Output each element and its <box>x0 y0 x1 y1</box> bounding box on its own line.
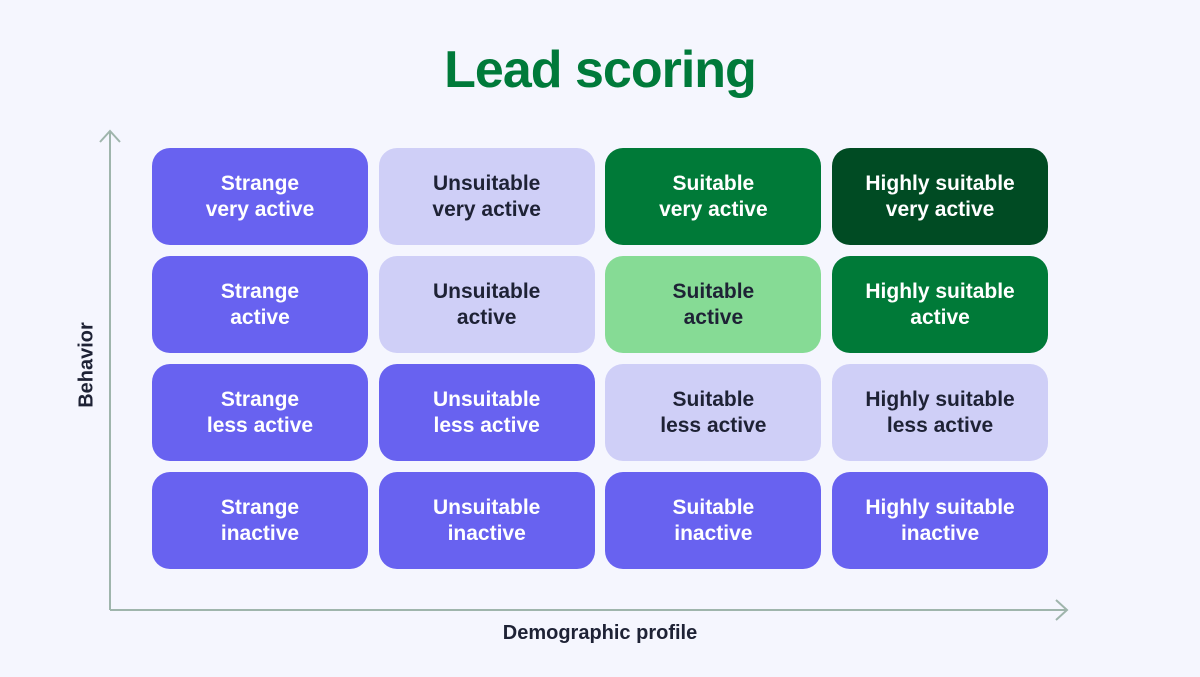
cell-line2: less active <box>206 413 314 437</box>
y-axis-label: Behavior <box>75 322 98 408</box>
cell-line1: Suitable <box>672 387 755 411</box>
cell-line1: Unsuitable <box>433 387 541 411</box>
cell-line2: very active <box>659 197 768 221</box>
cell-line2: very active <box>432 197 541 221</box>
x-axis-label: Demographic profile <box>502 622 698 644</box>
cell-line1: Highly suitable <box>865 279 1015 303</box>
cell-line2: very active <box>885 197 995 221</box>
x-axis-arrow-icon <box>1055 599 1069 621</box>
cell-line1: Strange <box>220 171 300 195</box>
cell-line1: Suitable <box>672 495 755 519</box>
cell-line1: Unsuitable <box>433 495 541 519</box>
cell-line1: Strange <box>220 495 300 519</box>
cell-line2: less active <box>433 413 540 437</box>
cell-line1: Highly suitable <box>865 171 1015 195</box>
cell-line1: Highly suitable <box>865 495 1015 519</box>
cell-line2: inactive <box>447 521 526 545</box>
cell-line2: less active <box>660 413 767 437</box>
cell-line1: Unsuitable <box>433 171 541 195</box>
cell-line1: Strange <box>220 387 300 411</box>
cell-line2: active <box>910 305 970 329</box>
cell-line2: inactive <box>900 521 980 545</box>
cell-line2: inactive <box>220 521 300 545</box>
cell-line2: less active <box>886 413 994 437</box>
cell-line1: Suitable <box>672 171 755 195</box>
y-axis-arrow-icon <box>99 129 121 143</box>
cell-line2: active <box>456 305 517 329</box>
cell-line1: Suitable <box>672 279 755 303</box>
cell-line2: active <box>683 305 744 329</box>
cell-line2: very active <box>205 197 315 221</box>
cell-line1: Unsuitable <box>433 279 541 303</box>
cell-line2: inactive <box>674 521 753 545</box>
cell-line1: Highly suitable <box>865 387 1015 411</box>
cell-line2: active <box>230 305 290 329</box>
diagram-title: Lead scoring <box>444 41 757 99</box>
cell-line1: Strange <box>220 279 300 303</box>
